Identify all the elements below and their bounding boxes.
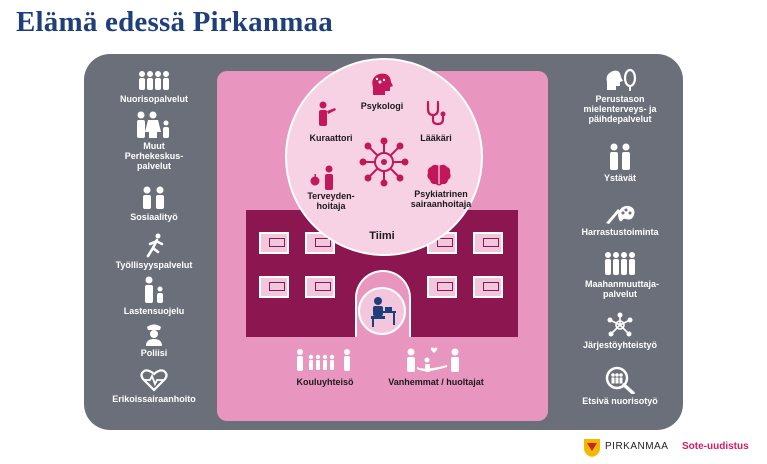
left-item-erikoissairaanhoito: Erikoissairaanhoito (108, 368, 200, 404)
team-tiimi: Tiimi (369, 230, 395, 242)
heartbeat-icon (140, 369, 168, 392)
right-item-label: Ystävät (603, 173, 637, 183)
team-terveydenhoitaja: Terveyden-hoitaja (307, 191, 355, 211)
group-icon (605, 252, 635, 275)
parent-child-icon (145, 276, 163, 303)
person-pointing-icon (319, 101, 336, 126)
nurse-apple-icon (310, 165, 333, 190)
school-window (259, 276, 289, 298)
right-item-label: Järjestöyhteistyö (582, 340, 658, 350)
team-network-icon (359, 137, 409, 187)
head-mirror-icon (606, 68, 637, 91)
bottom-vanhemmat: Vanhemmat / huoltajat (388, 377, 484, 387)
right-item-label: Harrastustoiminta (581, 227, 659, 237)
left-item-label: Muut Perhekeskus-palvelut (124, 141, 184, 171)
right-item-maahanmuuttaja: Maahanmuuttaja-palvelut (570, 251, 670, 299)
brain-head-icon (372, 73, 393, 95)
family-icon (137, 111, 169, 138)
left-item-sosiaalityo: Sosiaalityö (108, 186, 200, 222)
search-people-icon (605, 366, 635, 394)
parents-heart-icon (407, 347, 459, 372)
people-icon (143, 186, 164, 209)
team-laakari: Lääkäri (420, 133, 452, 143)
left-item-label: Sosiaalityö (130, 212, 178, 222)
left-item-perhekeskus: Muut Perhekeskus-palvelut (108, 111, 200, 171)
right-item-jarjesto: Järjestöyhteistyö (570, 312, 670, 350)
student-desk-icon (371, 297, 396, 327)
right-item-ystavat: Ystävät (570, 143, 670, 183)
school-window (259, 232, 289, 254)
network-icon (607, 312, 633, 337)
left-item-label: Työllisyyspalvelut (115, 260, 193, 270)
right-item-label: Maahanmuuttaja-palvelut (585, 279, 660, 299)
paint-palette-icon (606, 205, 635, 224)
left-item-label: Poliisi (140, 348, 168, 358)
right-item-label: Perustason mielenterveys- ja päihdepalve… (583, 94, 657, 124)
left-item-label: Erikoissairaanhoito (112, 394, 196, 404)
pirkanmaa-coat-of-arms-icon (584, 439, 600, 457)
group-icon (139, 71, 169, 90)
police-icon (146, 324, 162, 346)
footer-sote: Sote-uudistus (682, 441, 749, 452)
left-item-label: Lastensuojelu (123, 306, 185, 316)
school-window (473, 232, 503, 254)
left-item-poliisi: Poliisi (108, 322, 200, 358)
running-person-icon (146, 233, 164, 258)
page-title: Elämä edessä Pirkanmaa (16, 6, 333, 38)
footer-pirkanmaa: PIRKANMAA (605, 441, 669, 452)
school-window (305, 276, 335, 298)
right-item-label: Etsivä nuorisotyö (582, 396, 658, 406)
right-item-mielenterveys: Perustason mielenterveys- ja päihdepalve… (570, 68, 670, 124)
right-item-etsiva: Etsivä nuorisotyö (570, 366, 670, 406)
team-kuraattori: Kuraattori (309, 133, 353, 143)
school-community-icon (297, 349, 350, 371)
left-item-nuorisopalvelut: Nuorisopalvelut (108, 70, 200, 104)
bottom-kouluyhteiso: Kouluyhteisö (296, 377, 354, 387)
brain-icon (427, 164, 451, 186)
team-psykologi: Psykologi (360, 101, 404, 111)
student-circle (358, 287, 406, 335)
friends-icon (610, 143, 630, 170)
school-window (427, 276, 457, 298)
right-item-harrastus: Harrastustoiminta (570, 201, 670, 237)
school-window (473, 276, 503, 298)
stethoscope-icon (426, 100, 446, 126)
team-psykiatrinen: Psykiatrinen sairaanhoitaja (410, 189, 472, 209)
left-item-lastensuojelu: Lastensuojelu (108, 276, 200, 316)
left-item-tyollisyys: Työllisyyspalvelut (108, 232, 200, 270)
left-item-label: Nuorisopalvelut (119, 94, 188, 104)
